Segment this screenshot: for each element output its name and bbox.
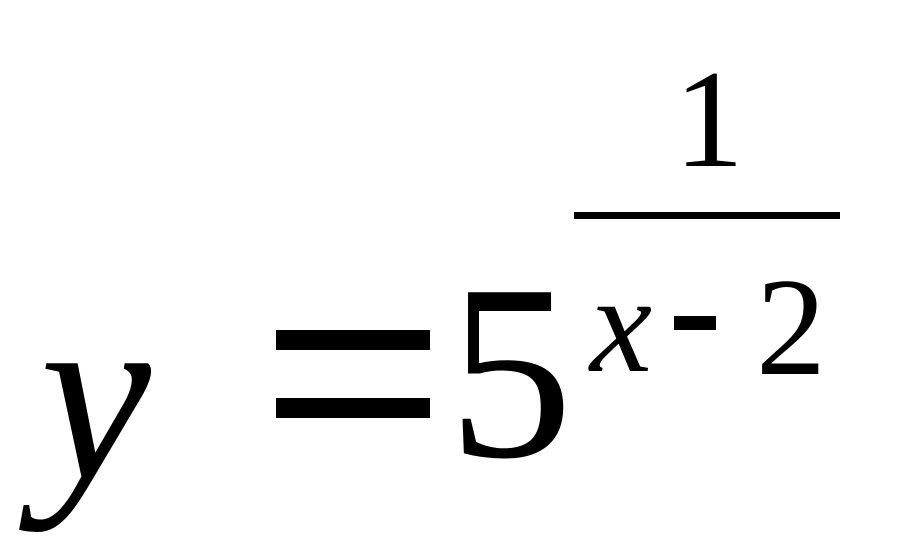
equals-sign-top-bar bbox=[276, 330, 430, 350]
exponent-denominator-minus-sign bbox=[674, 316, 716, 330]
exponent-denominator-variable: x bbox=[590, 247, 653, 402]
equals-sign-bottom-bar bbox=[276, 398, 430, 418]
formula-base: 5 bbox=[448, 234, 573, 511]
exponent-denominator-constant: 2 bbox=[756, 250, 826, 405]
exponent-numerator: 1 bbox=[674, 42, 744, 197]
exponent-fraction-bar bbox=[574, 212, 840, 219]
formula-lhs-variable: y bbox=[40, 256, 151, 533]
